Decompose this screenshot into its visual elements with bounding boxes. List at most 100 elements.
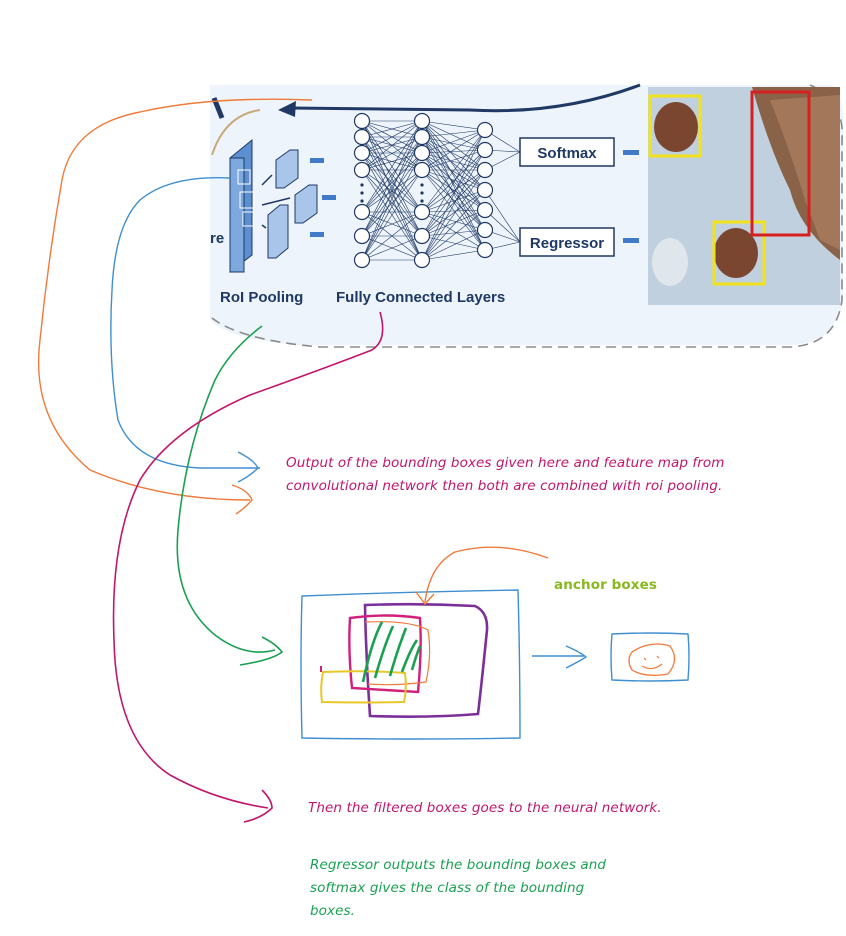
fc-connection bbox=[421, 152, 486, 251]
fc-connection bbox=[361, 136, 423, 213]
fc-connection bbox=[421, 149, 486, 213]
fc-connection bbox=[361, 152, 423, 261]
fc-connection bbox=[421, 129, 486, 261]
fc-connection bbox=[421, 189, 486, 237]
anchor-boxes-label: anchor boxes bbox=[554, 577, 658, 593]
fc-neuron bbox=[353, 144, 371, 162]
fc-neuron bbox=[353, 128, 371, 146]
fc-connection bbox=[361, 120, 423, 261]
fc-connection bbox=[421, 129, 486, 171]
filtered-boxes-note: Then the filtered boxes goes to the neur… bbox=[308, 800, 662, 816]
green-arrowhead bbox=[239, 636, 284, 666]
anchor-box-yellow bbox=[320, 670, 407, 704]
anchor-box-magenta bbox=[348, 614, 422, 694]
fc-connection bbox=[421, 229, 486, 261]
fc-neuron bbox=[413, 112, 431, 130]
regressor-note-line-3: boxes. bbox=[310, 903, 356, 919]
orange-annotation-curve bbox=[37, 98, 313, 501]
fc-connection bbox=[361, 120, 423, 154]
anchor-pointer-head bbox=[415, 591, 435, 606]
fc-neuron bbox=[413, 227, 431, 245]
fc-neuron bbox=[353, 161, 371, 179]
anchor-box-orange bbox=[364, 621, 431, 686]
fc-connection bbox=[421, 169, 486, 251]
fc-connection bbox=[421, 249, 486, 261]
fc-connection bbox=[421, 169, 486, 211]
fc-neuron bbox=[353, 251, 371, 269]
fc-connection bbox=[421, 209, 486, 261]
fc-ellipsis-dot bbox=[420, 191, 424, 195]
fc-connection bbox=[421, 120, 486, 191]
fc-connection bbox=[421, 152, 486, 191]
fc-connection bbox=[421, 209, 486, 237]
output-arrow bbox=[532, 645, 588, 669]
softmax-arrow bbox=[623, 150, 639, 155]
figure-top-curve-arrow bbox=[289, 83, 641, 113]
regressor-note-line-2: softmax gives the class of the bounding bbox=[310, 880, 585, 896]
fc-connection bbox=[421, 152, 486, 211]
red-arrowhead bbox=[243, 789, 273, 823]
roi-pooling-block bbox=[229, 138, 336, 274]
fc-connection bbox=[421, 189, 486, 213]
fc-ellipsis-dot bbox=[420, 199, 424, 203]
fc-connection bbox=[361, 120, 423, 138]
fc-connection bbox=[421, 120, 486, 151]
regressor-note: Regressor outputs the bounding boxes and… bbox=[310, 854, 606, 923]
green-annotation-curve bbox=[176, 325, 276, 653]
partial-left-label: re bbox=[210, 230, 224, 247]
fc-connection bbox=[361, 120, 423, 237]
fc-ellipsis-dot bbox=[360, 191, 364, 195]
fc-connection bbox=[361, 136, 423, 237]
fc-connection bbox=[421, 120, 486, 131]
fc-ellipsis-dot bbox=[420, 183, 424, 187]
fc-connection bbox=[421, 152, 486, 231]
bounding-boxes-note-line-1: Output of the bounding boxes given here … bbox=[286, 455, 725, 471]
anchor-box-purple bbox=[363, 602, 489, 718]
red-annotation-curve bbox=[112, 311, 384, 809]
fc-network bbox=[353, 112, 521, 269]
fc-neuron bbox=[476, 181, 494, 199]
detection-photo bbox=[648, 87, 840, 305]
fc-connection bbox=[421, 169, 486, 191]
fc-connection bbox=[421, 129, 486, 154]
regressor-box bbox=[519, 227, 615, 257]
fc-connection bbox=[421, 120, 486, 171]
fc-neuron bbox=[476, 201, 494, 219]
fc-connection bbox=[421, 169, 486, 213]
fc-connection bbox=[421, 209, 486, 213]
fc-neuron bbox=[353, 227, 371, 245]
fc-neuron bbox=[413, 203, 431, 221]
figure-top-arrowhead bbox=[278, 101, 296, 117]
fc-connection bbox=[361, 211, 423, 237]
fc-connection bbox=[361, 136, 423, 261]
fc-connection bbox=[361, 152, 423, 213]
fc-neuron bbox=[413, 161, 431, 179]
output-box bbox=[610, 632, 690, 682]
fc-connection bbox=[421, 189, 486, 261]
network-figure: Softmax Regressor re RoI Pooling Fully C… bbox=[210, 83, 844, 348]
roi-pooling-label: RoI Pooling bbox=[220, 289, 303, 306]
fc-neuron bbox=[413, 128, 431, 146]
fc-connection bbox=[421, 152, 486, 171]
fc-neuron bbox=[476, 121, 494, 139]
fc-neuron bbox=[476, 141, 494, 159]
anchor-pointer-curve bbox=[424, 546, 549, 603]
fc-connection bbox=[361, 120, 423, 171]
output-object-sketch bbox=[628, 643, 676, 676]
fc-neuron bbox=[353, 203, 371, 221]
fc-neuron bbox=[476, 161, 494, 179]
regressor-note-line-1: Regressor outputs the bounding boxes and bbox=[310, 857, 607, 873]
blue-arrowhead bbox=[237, 451, 259, 483]
fc-connection bbox=[361, 152, 423, 171]
fc-neuron bbox=[476, 241, 494, 259]
fc-connection bbox=[421, 169, 486, 231]
fc-neuron bbox=[413, 144, 431, 162]
fc-connection bbox=[421, 229, 486, 237]
fc-neuron bbox=[413, 251, 431, 269]
fc-connection bbox=[421, 149, 486, 154]
fc-connection bbox=[361, 120, 423, 213]
regressor-arrow bbox=[623, 238, 639, 243]
fc-connection bbox=[361, 169, 423, 237]
fc-connection bbox=[421, 169, 486, 237]
